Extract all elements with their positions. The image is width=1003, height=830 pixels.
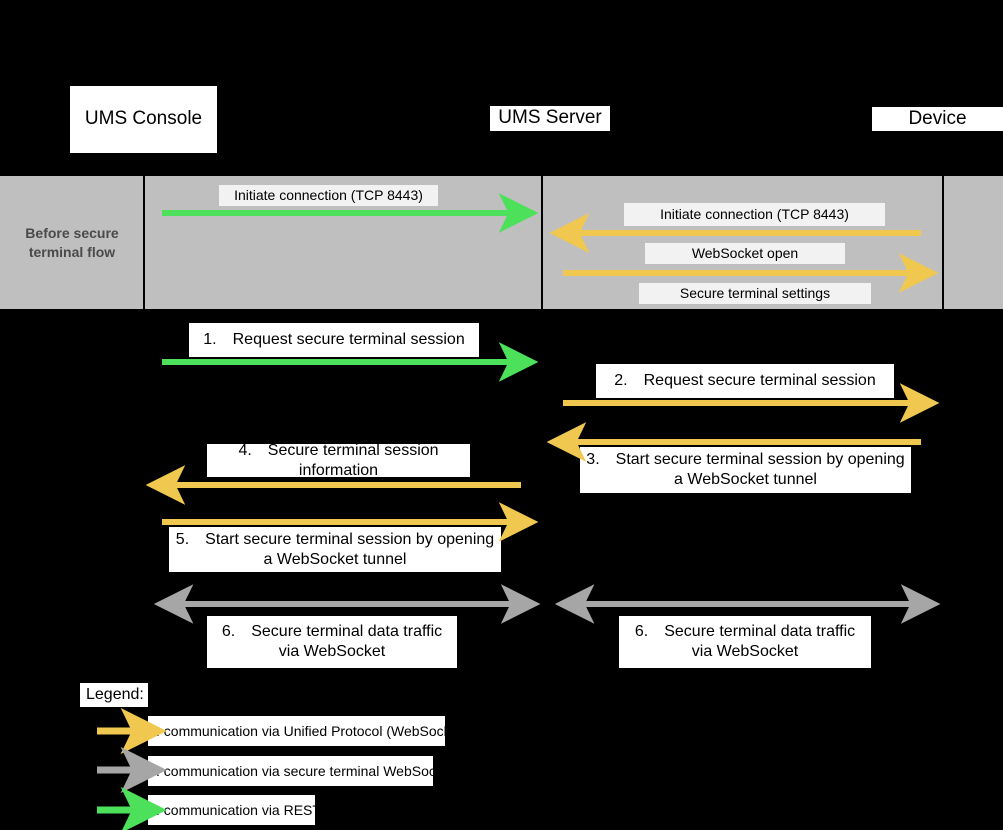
- band-bottom-rule: [0, 309, 1003, 311]
- legend-entry-secure-terminal-ws: : communication via secure terminal WebS…: [148, 756, 455, 786]
- phase-band-label-text: Before secure terminal flow: [25, 225, 119, 260]
- legend-entry-rest: : communication via REST: [148, 795, 321, 825]
- step-3-label: 3. Start secure terminal session by open…: [580, 447, 911, 493]
- band-divider-1: [143, 176, 145, 309]
- step-4-label: 4. Secure terminal session information: [207, 442, 470, 479]
- participant-device: Device: [872, 107, 1003, 131]
- step-6-left-label: 6. Secure terminal data traffic via WebS…: [207, 616, 457, 668]
- step-6-right-label: 6. Secure terminal data traffic via WebS…: [619, 616, 871, 668]
- phase-band-label: Before secure terminal flow: [8, 200, 136, 286]
- legend-title: Legend:: [80, 683, 148, 707]
- step-1-label: 1. Request secure terminal session: [189, 323, 479, 357]
- participant-ums-server: UMS Server: [490, 106, 610, 131]
- band-message-label-1: Initiate connection (TCP 8443): [219, 185, 438, 206]
- band-message-label-4: Secure terminal settings: [639, 283, 871, 304]
- band-top-rule: [0, 174, 1003, 176]
- participant-ums-console: UMS Console: [70, 86, 217, 153]
- band-message-label-3: WebSocket open: [645, 243, 845, 264]
- band-message-label-2: Initiate connection (TCP 8443): [624, 203, 885, 226]
- step-5-label: 5. Start secure terminal session by open…: [169, 527, 501, 572]
- legend-entry-unified-protocol: : communication via Unified Protocol (We…: [148, 716, 467, 746]
- band-divider-3: [942, 176, 944, 309]
- participant-label: UMS Console: [84, 108, 203, 130]
- band-divider-2: [541, 176, 543, 309]
- step-2-label: 2. Request secure terminal session: [596, 364, 894, 398]
- participant-label: UMS Server: [498, 107, 602, 129]
- participant-label: Device: [908, 107, 967, 129]
